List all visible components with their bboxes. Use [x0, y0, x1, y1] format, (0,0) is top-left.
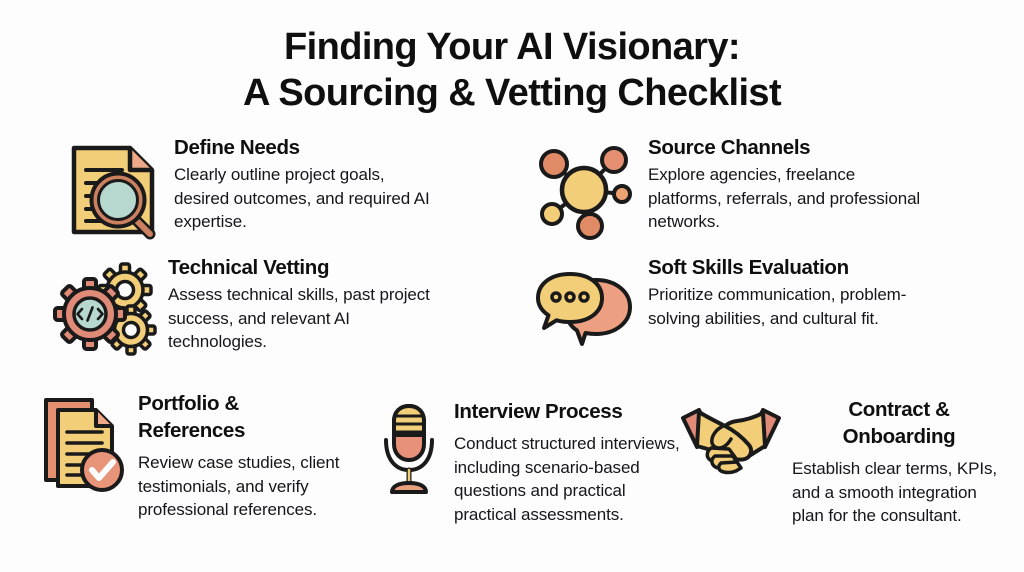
- text-container: Define Needs Clearly outline project goa…: [166, 136, 442, 234]
- checklist-item-technical-vetting: Technical Vetting Assess technical skill…: [52, 256, 442, 358]
- icon-container: [52, 256, 162, 358]
- icon-container: [676, 398, 786, 475]
- text-container: Technical Vetting Assess technical skill…: [162, 256, 442, 354]
- item-desc-portfolio-references: Review case studies, client testimonials…: [138, 453, 340, 519]
- item-desc-interview-process: Conduct structured interviews, including…: [454, 434, 680, 524]
- item-desc-soft-skills-evaluation: Prioritize communication, problem-solvin…: [648, 285, 907, 328]
- microphone-icon: [378, 402, 440, 494]
- icon-container: [62, 136, 166, 240]
- icon-container: [528, 256, 640, 346]
- title-line-2: A Sourcing & Vetting Checklist: [242, 72, 782, 114]
- item-title-source-channels: Source Channels: [648, 136, 811, 159]
- item-desc-define-needs: Clearly outline project goals, desired o…: [174, 165, 430, 231]
- item-title-portfolio-references-line1: Portfolio &: [138, 392, 239, 415]
- checklist-item-portfolio-references: Portfolio & References Review case studi…: [34, 392, 354, 522]
- network-nodes-icon: [534, 142, 634, 240]
- text-container: Source Channels Explore agencies, freela…: [640, 136, 928, 234]
- documents-check-icon: [38, 396, 128, 494]
- item-title-contract-onboarding-line2: Onboarding: [842, 425, 956, 448]
- text-container: Portfolio & References Review case studi…: [132, 392, 354, 522]
- text-container: Contract & Onboarding Establish clear te…: [786, 398, 1006, 528]
- checklist-item-interview-process: Interview Process Conduct structured int…: [372, 400, 692, 526]
- item-title-portfolio-references-line2: References: [138, 419, 246, 442]
- icon-container: [34, 392, 132, 494]
- item-desc-contract-onboarding: Establish clear terms, KPIs, and a smoot…: [792, 459, 998, 525]
- page-title: Finding Your AI Visionary: A Sourcing & …: [0, 24, 1024, 116]
- item-title-contract-onboarding-line1: Contract &: [848, 398, 950, 421]
- checklist-item-soft-skills-evaluation: Soft Skills Evaluation Prioritize commun…: [528, 256, 938, 346]
- item-title-interview-process: Interview Process: [454, 400, 623, 423]
- item-desc-technical-vetting: Assess technical skills, past project su…: [168, 285, 430, 351]
- icon-container: [528, 136, 640, 240]
- item-title-technical-vetting: Technical Vetting: [168, 256, 330, 279]
- icon-container: [372, 400, 446, 494]
- checklist-item-source-channels: Source Channels Explore agencies, freela…: [528, 136, 928, 240]
- speech-bubbles-icon: [534, 270, 634, 346]
- checklist-item-contract-onboarding: Contract & Onboarding Establish clear te…: [676, 398, 1006, 528]
- gears-code-icon: [53, 262, 159, 358]
- checklist-item-define-needs: Define Needs Clearly outline project goa…: [62, 136, 442, 240]
- text-container: Soft Skills Evaluation Prioritize commun…: [640, 256, 938, 330]
- item-desc-source-channels: Explore agencies, freelance platforms, r…: [648, 165, 921, 231]
- item-title-define-needs: Define Needs: [174, 136, 300, 159]
- text-container: Interview Process Conduct structured int…: [446, 400, 692, 526]
- handshake-icon: [679, 404, 783, 475]
- item-title-soft-skills-evaluation: Soft Skills Evaluation: [648, 256, 849, 279]
- document-magnifier-icon: [68, 142, 160, 240]
- title-line-1: Finding Your AI Visionary:: [284, 26, 741, 68]
